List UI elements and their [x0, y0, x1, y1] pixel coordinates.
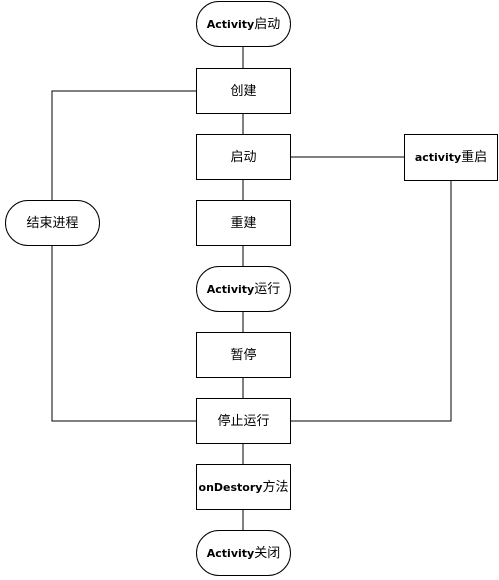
node-destroy: onDestory方法: [196, 464, 291, 510]
node-pause-label: 暂停: [230, 347, 257, 363]
node-stop-label: 停止运行: [217, 413, 270, 429]
node-pause: 暂停: [196, 332, 291, 378]
node-activity-start: Activity启动: [196, 1, 291, 47]
node-rebuild-label: 重建: [230, 215, 257, 231]
node-activity-close-en: Activity: [206, 546, 255, 560]
node-rebuild: 重建: [196, 200, 291, 246]
node-create-label: 创建: [230, 83, 257, 99]
node-activity-restart-zh: 重启: [461, 150, 488, 165]
node-destroy-zh: 方法: [262, 479, 289, 495]
node-activity-restart-en: activity: [414, 151, 462, 164]
node-create: 创建: [196, 68, 291, 114]
node-kill-process: 结束进程: [5, 200, 100, 246]
edge-stop-restart: [290, 181, 452, 422]
node-stop: 停止运行: [196, 398, 291, 444]
node-activity-restart: activity重启: [404, 134, 498, 181]
node-activity-running-en: Activity: [206, 282, 255, 296]
node-activity-close-zh: 关闭: [254, 545, 281, 561]
node-startup: 启动: [196, 134, 291, 180]
node-startup-label: 启动: [230, 149, 257, 165]
edge-stop-kill-create: [51, 90, 196, 422]
node-destroy-en: onDestory: [198, 480, 263, 494]
node-activity-running-zh: 运行: [254, 281, 281, 297]
node-activity-running: Activity运行: [196, 266, 291, 312]
node-kill-process-label: 结束进程: [26, 215, 79, 231]
node-activity-start-zh: 启动: [254, 16, 281, 32]
node-activity-close: Activity关闭: [196, 530, 291, 576]
node-activity-start-en: Activity: [206, 17, 255, 31]
